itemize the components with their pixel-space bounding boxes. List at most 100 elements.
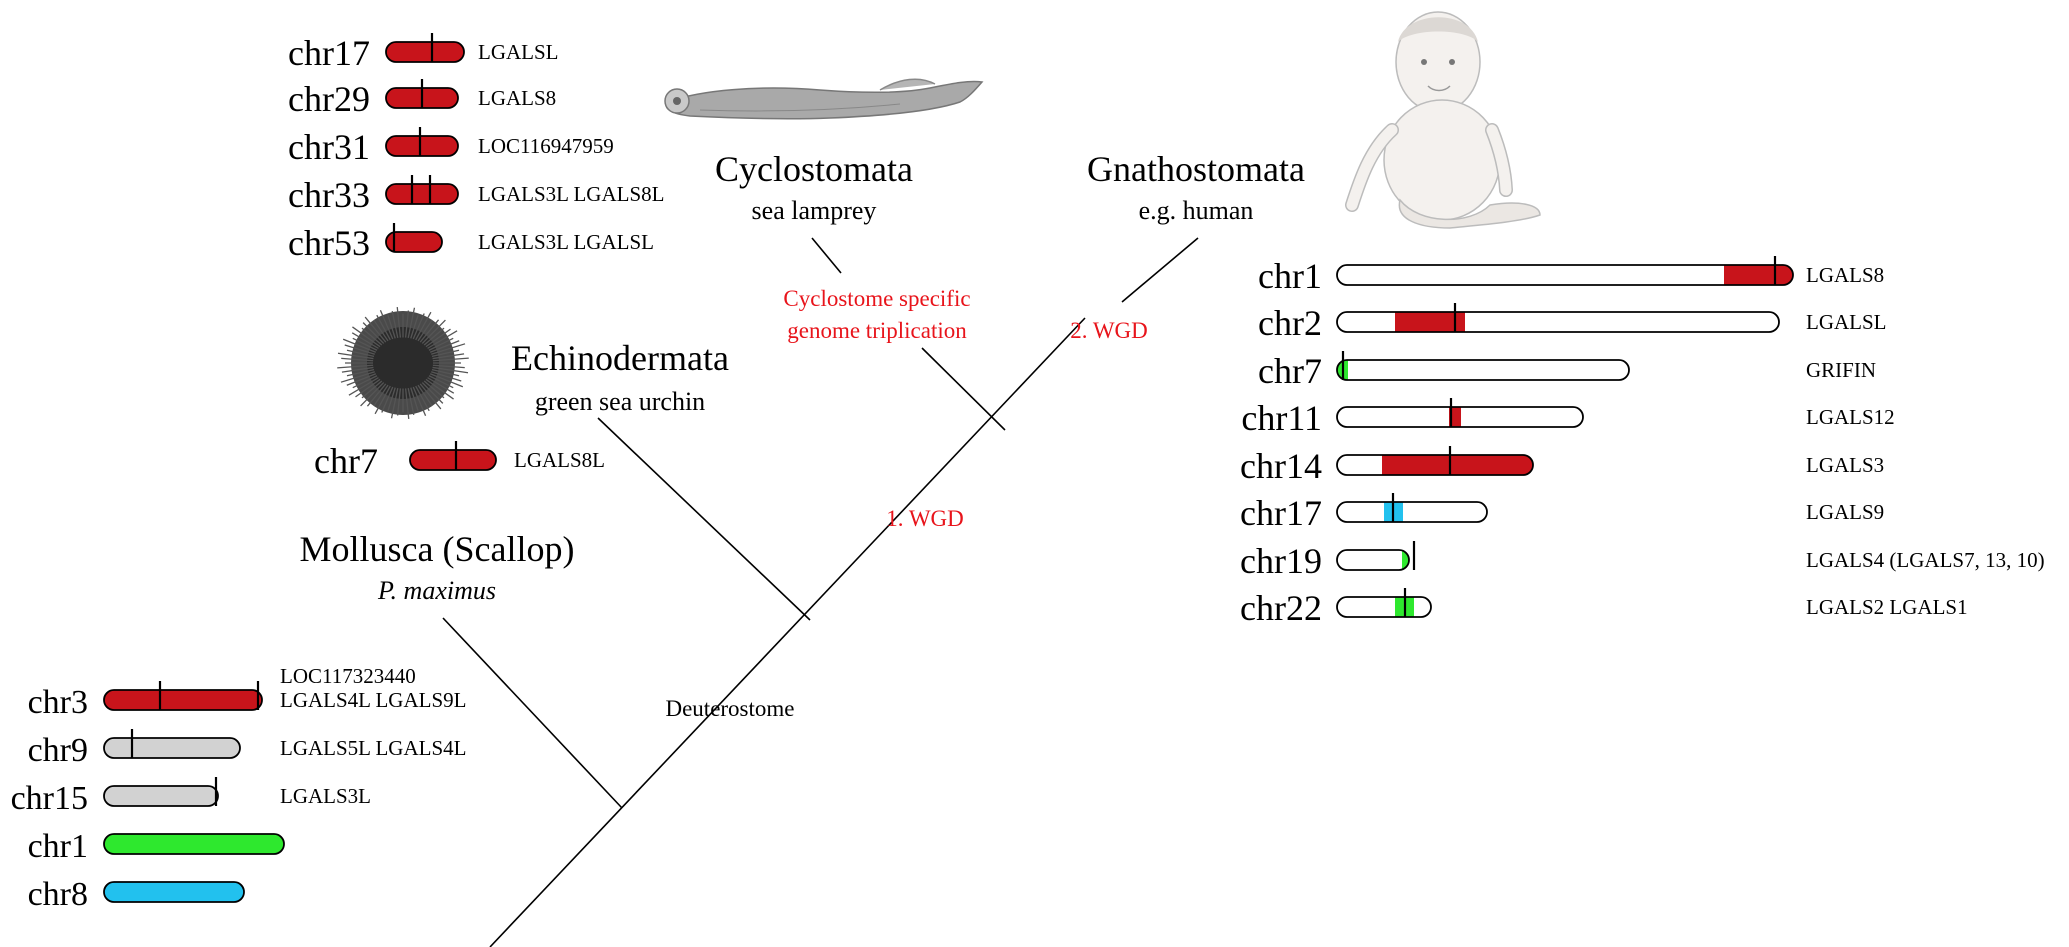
- spine: [361, 327, 383, 346]
- spine: [417, 384, 433, 407]
- spine: [344, 344, 376, 355]
- spine: [429, 340, 460, 353]
- gene-label: LGALS3L LGALSL: [478, 230, 654, 254]
- spine: [412, 386, 427, 416]
- branch-cyclostomata-upper: [811, 237, 842, 274]
- spine: [404, 310, 410, 338]
- gene-band: [1402, 550, 1408, 570]
- chromosome-body: [1337, 265, 1793, 285]
- chromosome-label: chr29: [288, 79, 370, 119]
- gene-label: LOC117323440: [280, 664, 416, 688]
- spine: [419, 383, 442, 410]
- spine: [351, 332, 379, 349]
- chromosome-label: chr3: [28, 684, 88, 721]
- gene-label: LGALSL: [478, 40, 559, 64]
- spine: [410, 315, 419, 339]
- chromosome-label: chr15: [11, 780, 88, 817]
- spine: [346, 349, 375, 358]
- human-baby-icon: [1345, 11, 1541, 229]
- gene-label: LGALS4 (LGALS7, 13, 10): [1806, 548, 2045, 572]
- spine: [423, 380, 445, 399]
- spine: [432, 366, 469, 374]
- spine: [415, 311, 432, 341]
- branch-cyclostomata-lower: [921, 347, 1006, 431]
- gene-label: LGALS3: [1806, 453, 1884, 477]
- spine: [342, 338, 377, 353]
- spine: [390, 387, 399, 419]
- chromosome-bar: [103, 833, 285, 855]
- chromosome-label: chr1: [1258, 256, 1322, 296]
- spine: [337, 352, 374, 360]
- spine: [376, 314, 391, 341]
- gene-label: LOC116947959: [478, 134, 614, 158]
- spine: [407, 307, 416, 339]
- spine: [425, 328, 451, 348]
- spine: [346, 373, 377, 386]
- spine: [352, 337, 378, 351]
- gene-label: LGALS2 LGALS1: [1806, 595, 1968, 619]
- spine: [391, 310, 399, 339]
- spine: [432, 353, 465, 360]
- spine: [421, 319, 446, 344]
- gene-band: [1382, 455, 1533, 475]
- chromosome-label: chr2: [1258, 303, 1322, 343]
- spine: [362, 322, 385, 344]
- chromosome-label: chr33: [288, 175, 370, 215]
- spine: [364, 316, 387, 343]
- gene-label: LGALS8L: [514, 448, 605, 472]
- branch-echinodermata: [597, 417, 811, 621]
- spine: [340, 371, 376, 383]
- chromosome-bar: [385, 231, 443, 253]
- echinodermata-species: green sea urchin: [535, 387, 705, 416]
- cyclostomata-species: sea lamprey: [752, 196, 877, 225]
- gene-label: LGALS8: [1806, 263, 1884, 287]
- chromosome-label: chr31: [288, 127, 370, 167]
- spine: [423, 327, 445, 346]
- chromosome-label: chr8: [28, 876, 88, 913]
- chromosome-label: chr22: [1240, 588, 1322, 628]
- gene-label: LGALSL: [1806, 310, 1887, 334]
- spine: [415, 385, 430, 412]
- spine: [429, 373, 464, 388]
- spine: [419, 319, 440, 343]
- chromosome-outline: [1336, 454, 1534, 476]
- chromosome-label: chr11: [1241, 398, 1322, 438]
- spine: [427, 377, 455, 394]
- sea-urchin-icon: [337, 307, 469, 419]
- gnathostomata-species: e.g. human: [1139, 196, 1254, 225]
- chromosome-bar: [103, 737, 241, 759]
- chromosome-outline: [1336, 549, 1410, 571]
- chromosome-label: chr9: [28, 732, 88, 769]
- chromosome-label: chr7: [314, 441, 378, 481]
- spine: [381, 386, 394, 413]
- chromosome-outline: [1336, 406, 1584, 428]
- chromosome-label: chr53: [288, 223, 370, 263]
- spine: [410, 387, 419, 411]
- chromosome-bar: [103, 785, 219, 807]
- spine: [431, 349, 460, 358]
- urchin-chromosomes: chr7 LGALS8L: [314, 441, 605, 481]
- spine: [432, 364, 465, 369]
- chromosome-bar: [385, 41, 465, 63]
- spine: [352, 326, 381, 348]
- spine: [348, 377, 379, 396]
- spine: [428, 375, 454, 389]
- chromosome-body: [1337, 360, 1629, 380]
- chromosome-outline: [1336, 311, 1780, 333]
- chromosome-label: chr17: [288, 33, 370, 73]
- gnathostomata-title: Gnathostomata: [1087, 149, 1305, 189]
- spine: [427, 330, 458, 349]
- gene-label: LGALS8: [478, 86, 556, 110]
- branch-gnathostomata: [1121, 237, 1199, 303]
- cyclostome-event-line1: Cyclostome specific: [783, 286, 970, 311]
- chromosome-bar: [103, 881, 245, 903]
- spine: [374, 385, 391, 415]
- spine: [387, 315, 396, 339]
- chromosome-outline: [1336, 359, 1630, 381]
- spine: [355, 378, 381, 398]
- mollusca-species: P. maximus: [377, 576, 496, 605]
- spine: [387, 387, 396, 411]
- spine: [341, 366, 374, 373]
- gene-label: LGALS3L: [280, 784, 371, 808]
